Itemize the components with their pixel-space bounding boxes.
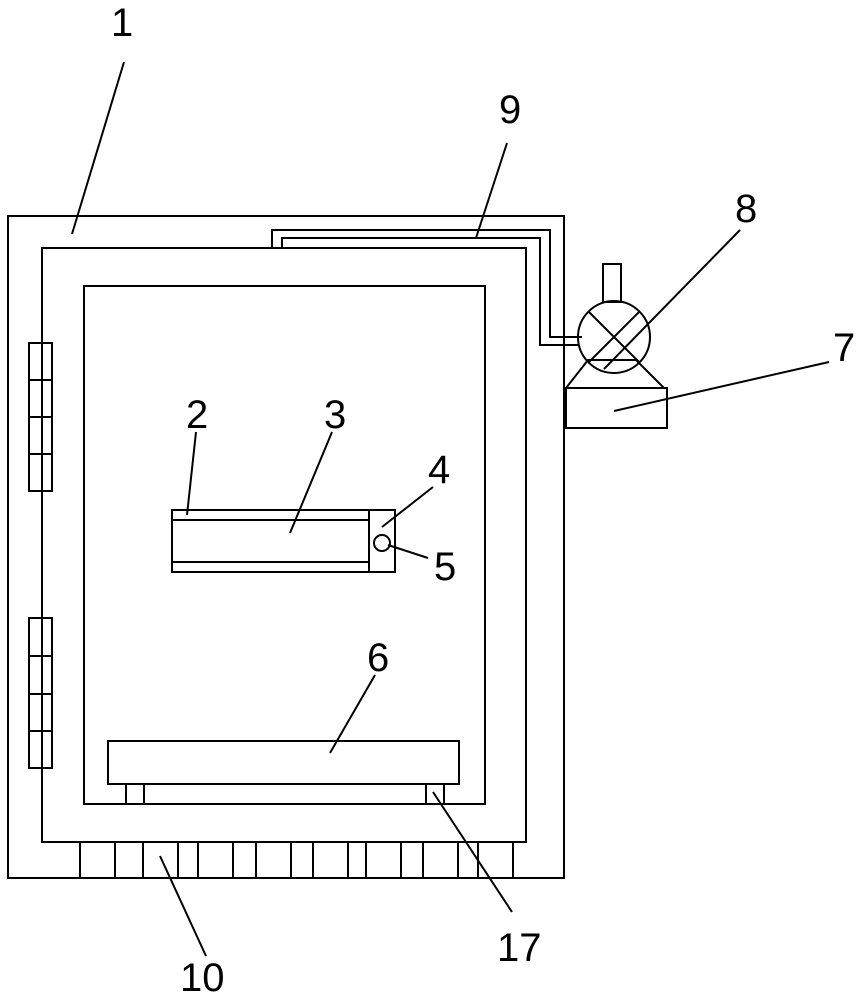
upper-hinge (28, 342, 53, 492)
label-6: 6 (367, 636, 389, 680)
label-7: 7 (833, 326, 855, 370)
pipes (271, 229, 582, 346)
bottom-vents (79, 842, 514, 878)
label-17: 17 (497, 926, 542, 970)
knob (373, 534, 391, 552)
label-5: 5 (434, 545, 456, 589)
pump-base (563, 359, 668, 429)
lower-hinge (28, 617, 53, 769)
leader-lines (71, 61, 830, 957)
label-9: 9 (499, 88, 521, 132)
device-body (171, 509, 396, 573)
label-10: 10 (180, 956, 225, 1000)
tray (107, 740, 460, 785)
label-4: 4 (428, 448, 450, 492)
label-2: 2 (186, 393, 208, 437)
label-1: 1 (111, 1, 133, 45)
tray-feet (125, 783, 445, 805)
inner-chamber (83, 285, 486, 805)
pump-motor (577, 263, 651, 374)
label-3: 3 (324, 393, 346, 437)
outer-housing (7, 215, 565, 879)
label-8: 8 (735, 187, 757, 231)
